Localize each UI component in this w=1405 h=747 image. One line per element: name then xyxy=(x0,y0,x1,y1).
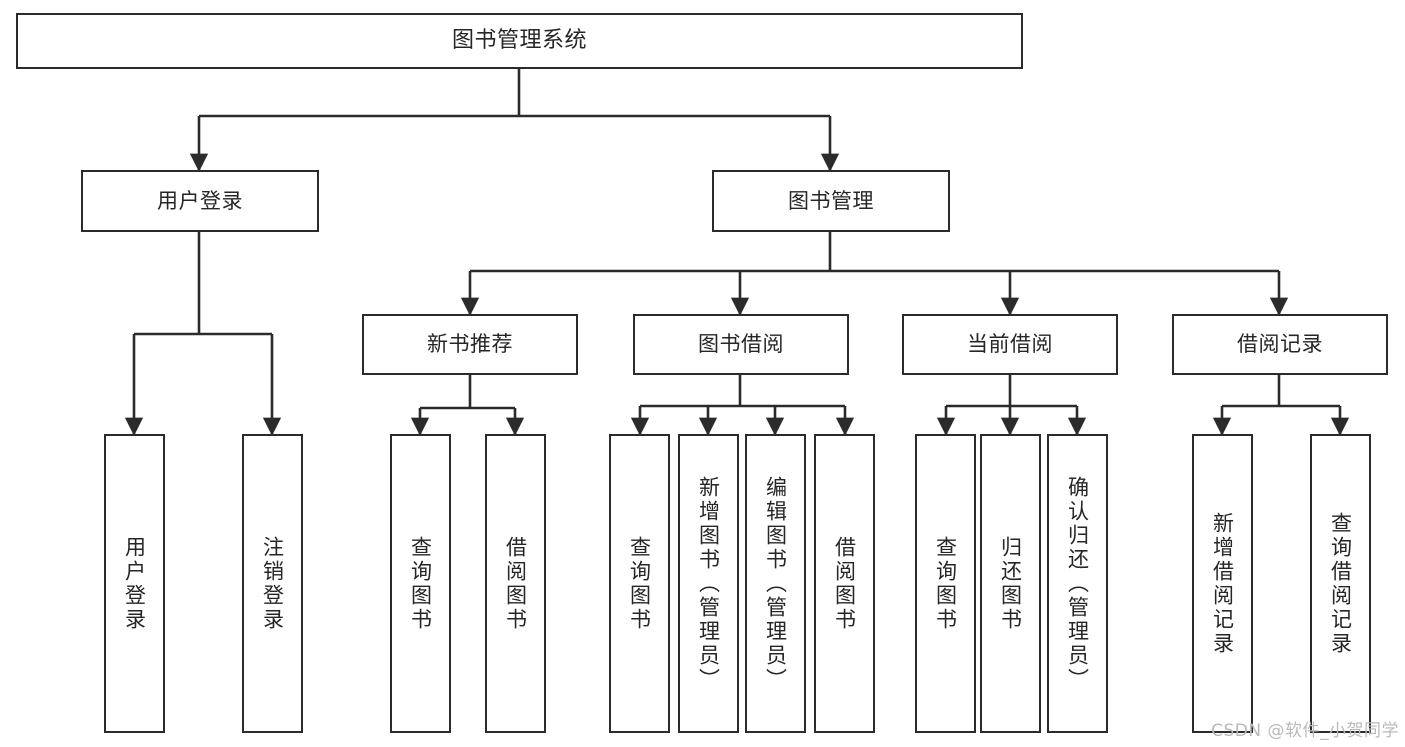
node-new-book-rec[interactable]: 新书推荐 xyxy=(362,314,578,375)
node-user-login[interactable]: 用户登录 xyxy=(81,170,319,232)
node-leaf-query-book-1[interactable]: 查询图书 xyxy=(390,434,451,733)
node-leaf-user-login-label: 用户登录 xyxy=(122,535,147,632)
node-leaf-borrow-book-1-label: 借阅图书 xyxy=(503,535,528,632)
node-leaf-query-record-label: 查询借阅记录 xyxy=(1328,511,1353,656)
node-leaf-edit-book-label: 编辑图书（管理员） xyxy=(763,475,788,692)
node-current-borrow[interactable]: 当前借阅 xyxy=(902,314,1118,375)
node-borrow-record[interactable]: 借阅记录 xyxy=(1172,314,1388,375)
node-new-book-rec-label: 新书推荐 xyxy=(427,332,513,357)
node-leaf-query-book-3[interactable]: 查询图书 xyxy=(915,434,976,733)
watermark: CSDN @软件_小贺同学 xyxy=(1211,721,1399,741)
node-leaf-query-book-3-label: 查询图书 xyxy=(933,535,958,632)
node-leaf-query-book-2-label: 查询图书 xyxy=(627,535,652,632)
node-leaf-add-record[interactable]: 新增借阅记录 xyxy=(1192,434,1253,733)
node-book-borrow-label: 图书借阅 xyxy=(698,332,784,357)
node-leaf-user-login[interactable]: 用户登录 xyxy=(104,434,165,733)
node-leaf-borrow-book-1[interactable]: 借阅图书 xyxy=(485,434,546,733)
node-leaf-add-book[interactable]: 新增图书（管理员） xyxy=(678,434,739,733)
node-leaf-logout[interactable]: 注销登录 xyxy=(242,434,303,733)
node-borrow-record-label: 借阅记录 xyxy=(1237,332,1323,357)
node-root-label: 图书管理系统 xyxy=(451,27,587,53)
node-leaf-return-book-label: 归还图书 xyxy=(998,535,1023,632)
node-leaf-confirm-return[interactable]: 确认归还（管理员） xyxy=(1047,434,1108,733)
node-book-manage-label: 图书管理 xyxy=(788,188,874,213)
node-leaf-borrow-book-2-label: 借阅图书 xyxy=(832,535,857,632)
node-leaf-query-book-1-label: 查询图书 xyxy=(408,535,433,632)
node-leaf-confirm-return-label: 确认归还（管理员） xyxy=(1065,475,1090,692)
node-book-manage[interactable]: 图书管理 xyxy=(712,170,950,232)
node-leaf-edit-book[interactable]: 编辑图书（管理员） xyxy=(745,434,806,733)
node-current-borrow-label: 当前借阅 xyxy=(967,332,1053,357)
node-leaf-return-book[interactable]: 归还图书 xyxy=(980,434,1041,733)
node-leaf-query-record[interactable]: 查询借阅记录 xyxy=(1310,434,1371,733)
node-leaf-add-book-label: 新增图书（管理员） xyxy=(696,475,721,692)
node-book-borrow[interactable]: 图书借阅 xyxy=(633,314,849,375)
node-leaf-query-book-2[interactable]: 查询图书 xyxy=(609,434,670,733)
node-user-login-label: 用户登录 xyxy=(157,188,243,213)
node-leaf-logout-label: 注销登录 xyxy=(260,535,285,632)
node-root[interactable]: 图书管理系统 xyxy=(16,13,1023,69)
node-leaf-borrow-book-2[interactable]: 借阅图书 xyxy=(814,434,875,733)
node-leaf-add-record-label: 新增借阅记录 xyxy=(1210,511,1235,656)
